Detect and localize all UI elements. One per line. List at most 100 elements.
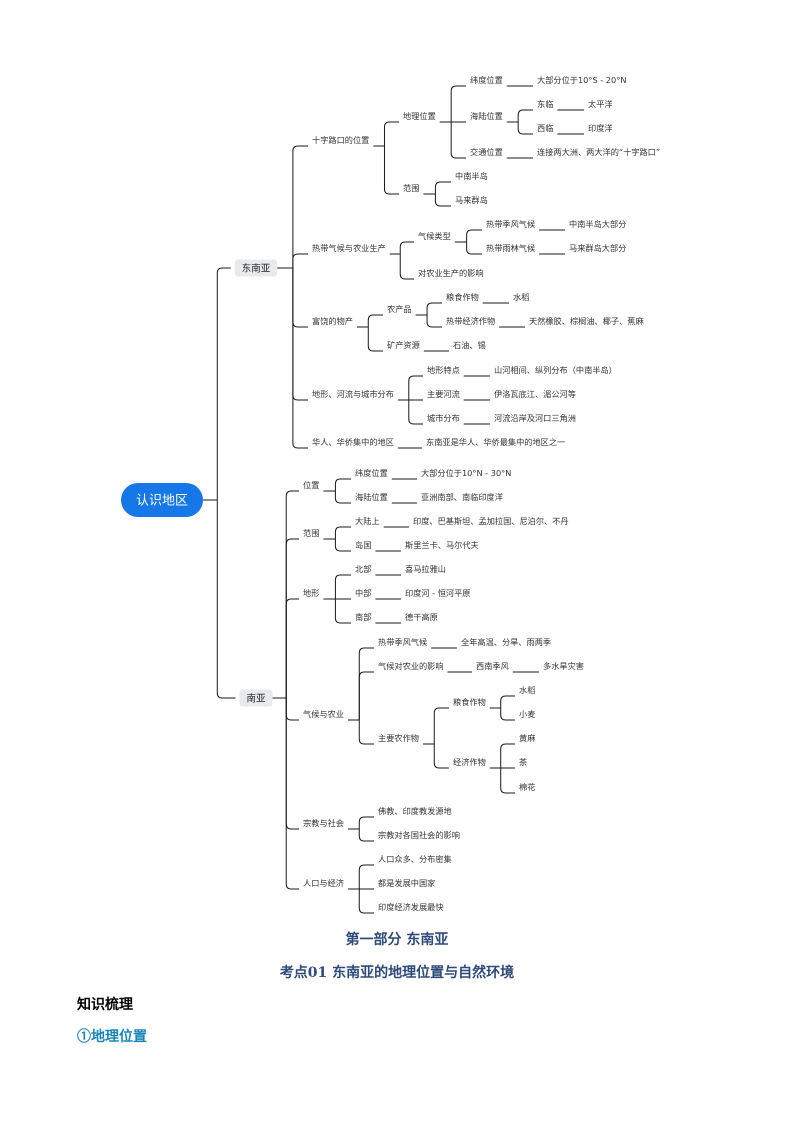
node-label-b0-1-1: 对农业生产的影响	[418, 268, 484, 278]
node-label-b0-2-0: 农产品	[387, 304, 412, 314]
connector-line	[500, 695, 515, 708]
connector-line	[216, 267, 231, 500]
node-label-b0-0-1-1: 马来群岛	[455, 195, 488, 205]
connector-line	[517, 122, 533, 135]
connector-line	[216, 500, 236, 699]
connector-line	[408, 375, 423, 400]
connector-line	[292, 145, 308, 268]
connector-line	[358, 647, 374, 720]
connector-line	[358, 889, 374, 914]
node-label-b1-2-0-0: 喜马拉雅山	[405, 564, 446, 574]
node-label-b0-0-0-1: 海陆位置	[470, 111, 503, 121]
connector-line	[358, 720, 374, 745]
branch-node-box-b0	[234, 259, 278, 277]
root-node: 认识地区	[136, 494, 188, 509]
node-label-b1-0: 位置	[303, 480, 319, 490]
node-label-b1-3-2: 主要农作物	[378, 733, 419, 743]
branch-node-box-b1	[239, 689, 273, 707]
node-label-b1-0-0-0: 大部分位于10°N - 30°N	[421, 468, 511, 478]
connector-line	[450, 122, 466, 159]
connector-line	[517, 109, 533, 122]
node-label-b0-1-0-0: 热带季风气候	[486, 219, 535, 229]
node-label-b0-1: 热带气候与农业生产	[312, 243, 386, 253]
root-node-box	[120, 483, 204, 517]
node-label-b1-2: 地形	[303, 588, 319, 598]
node-label-b1-3-2-0-1: 小麦	[519, 709, 535, 719]
node-label-b0-2-0-0: 粮食作物	[446, 292, 479, 302]
node-label-b1-5-1: 都是发展中国家	[378, 878, 435, 888]
node-label-b0-0-0-0: 纬度位置	[470, 75, 503, 85]
connector-line	[434, 181, 451, 194]
connector-line	[466, 229, 482, 242]
node-label-b1-1-0: 大陆上	[355, 516, 380, 526]
node-label-b0-3-0-0: 山河相间、纵列分布（中南半岛）	[494, 365, 617, 375]
node-label-b0-4: 华人、华侨集中的地区	[312, 437, 394, 447]
node-label-b1-1: 范围	[303, 528, 319, 538]
connector-line	[383, 121, 399, 146]
node-label-b1-2-0: 北部	[355, 564, 371, 574]
node-label-b0-0-0-1-1-0: 印度洋	[588, 123, 613, 133]
connector-line	[358, 829, 374, 842]
node-label-b1-3-1-0: 西南季风	[476, 661, 509, 671]
node-label-b0-3-1: 主要河流	[427, 389, 460, 399]
node-label-b0-1-0-1: 热带雨林气候	[486, 243, 535, 253]
connector-line	[292, 268, 308, 401]
connector-line	[334, 539, 351, 552]
node-label-b0-1-0-1-0: 马来群岛大部分	[569, 243, 626, 253]
node-label-b1-3-1-0-0: 多水旱灾害	[543, 661, 584, 671]
branch-node-b1: 南亚	[246, 693, 266, 705]
connector-line	[358, 671, 374, 720]
node-label-b1-3-2-0: 粮食作物	[453, 697, 486, 707]
connector-line	[285, 698, 299, 830]
connector-line	[292, 253, 308, 268]
node-label-b1-2-1-0: 印度河 - 恒河平原	[405, 588, 470, 598]
connector-line	[334, 491, 351, 504]
connector-line	[292, 268, 308, 449]
node-label-b0-0-0-1-1: 西临	[537, 123, 553, 133]
branch-node-b0: 东南亚	[242, 263, 271, 275]
node-label-b1-3-2-1-1: 茶	[519, 757, 527, 767]
node-label-b0-0-1: 范围	[403, 183, 419, 193]
node-label-b1-3-2-1-0: 黄麻	[519, 733, 535, 743]
node-label-b0-0-0-2-0: 连接两大洲、两大洋的“十字路口”	[537, 147, 660, 157]
connector-line	[334, 574, 351, 599]
connector-line	[434, 194, 451, 207]
node-label-b0-0-0-0-0: 大部分位于10°S - 20°N	[537, 75, 626, 85]
connector-line	[334, 526, 351, 539]
node-label-b1-2-2: 南部	[355, 612, 371, 622]
connector-line	[500, 768, 515, 794]
node-label-b1-5-0: 人口众多、分布密集	[378, 854, 452, 864]
connector-line	[292, 268, 308, 328]
node-label-b1-1-1: 岛国	[355, 540, 371, 550]
subsection-label: ①地理位置	[77, 1029, 147, 1045]
connector-line	[450, 85, 466, 122]
node-label-b0-0-0-1-0: 东临	[537, 99, 553, 109]
connector-line	[433, 707, 449, 744]
node-label-b1-4: 宗教与社会	[303, 818, 344, 828]
node-label-b0-3: 地形、河流与城市分布	[312, 389, 394, 399]
connector-line	[285, 598, 299, 698]
connector-line	[358, 864, 374, 889]
connector-line	[367, 327, 383, 352]
node-label-b0-3-0: 地形特点	[427, 365, 460, 375]
node-label-b1-3-2-0-0: 水稻	[519, 685, 535, 695]
connector-line	[285, 490, 299, 698]
node-label-b1-3: 气候与农业	[303, 709, 344, 719]
node-label-b1-3-2-1: 经济作物	[453, 757, 486, 767]
connector-line	[399, 254, 414, 280]
node-label-b1-5-2: 印度经济发展最快	[378, 902, 444, 912]
connector-line	[383, 146, 399, 195]
node-label-b1-3-2-1-2: 棉花	[519, 782, 535, 792]
connector-line	[285, 538, 299, 698]
node-label-b1-3-0: 热带季风气候	[378, 637, 427, 647]
connector-line	[367, 314, 383, 327]
node-label-b1-3-0-0: 全年高温、分旱、雨两季	[461, 637, 551, 647]
node-label-b0-0-0-2: 交通位置	[470, 147, 503, 157]
connector-line	[426, 315, 442, 328]
node-label-b1-0-0: 纬度位置	[355, 468, 388, 478]
node-label-b0-2-0-1-0: 天然橡胶、棕榈油、椰子、蕉麻	[529, 316, 644, 326]
node-label-b1-0-1-0: 亚洲南部、南临印度洋	[421, 492, 503, 502]
node-label-b1-5: 人口与经济	[303, 878, 344, 888]
node-label-b0-2: 富饶的物产	[312, 316, 353, 326]
